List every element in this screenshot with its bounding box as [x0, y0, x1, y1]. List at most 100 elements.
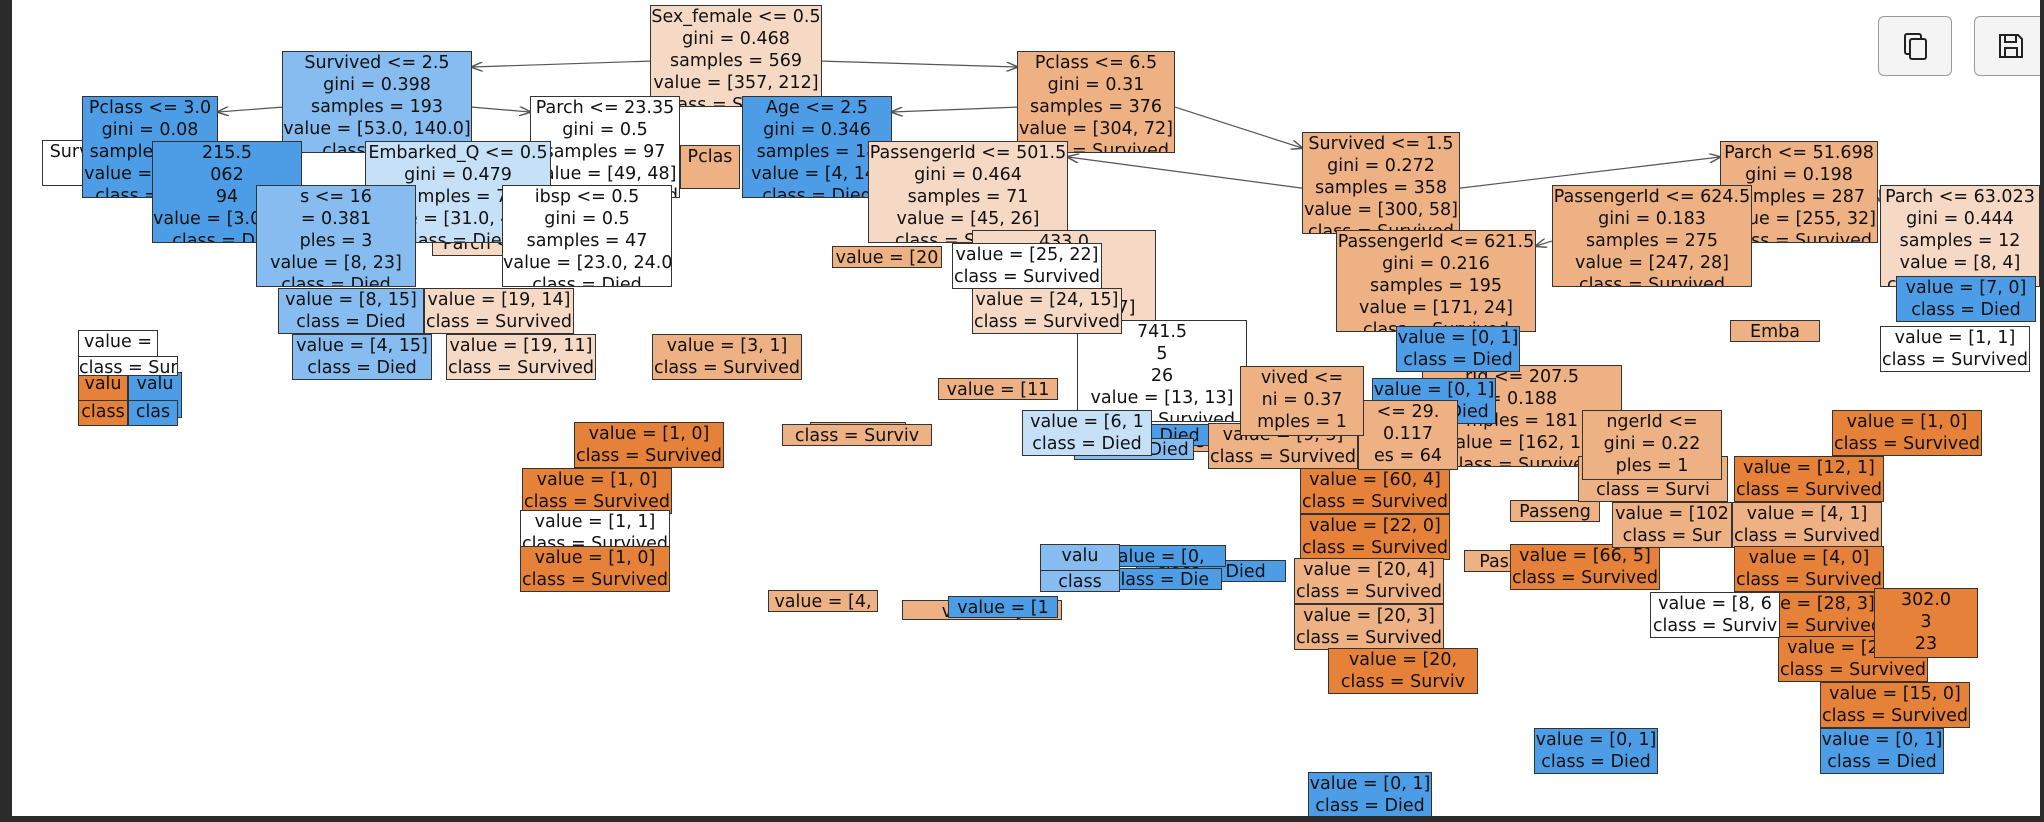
- node-text-line: value = [102: [1615, 504, 1729, 524]
- node-text-line: class = Survived: [1881, 350, 2029, 370]
- node-text-line: gini = 0.464: [914, 165, 1022, 185]
- node-text-line: class = Survived: [1833, 434, 1981, 454]
- tree-node-fragment: Pclas: [680, 145, 740, 189]
- node-text-line: ples = 3: [299, 231, 373, 251]
- node-text-line: PassengerId <= 624.5: [1553, 187, 1751, 207]
- node-text-line: Survived <= 1.5: [1308, 134, 1454, 154]
- tree-node-fragment: Passeng: [1510, 500, 1600, 522]
- tree-node-n-leaf-19-11: value = [19, 11]class = Survived: [446, 334, 596, 380]
- node-text-line: value = [4, 15]: [296, 336, 428, 356]
- node-text-line: class = Survived: [1735, 480, 1883, 500]
- tree-node-n-leaf-0-1a: value = [0, 1]class = Died: [1396, 326, 1520, 372]
- tree-node-fragment: class: [1040, 570, 1120, 592]
- node-text-line: samples = 12: [1899, 231, 2021, 251]
- node-text-line: class = Died: [1032, 434, 1142, 454]
- node-text-line: s <= 16: [300, 187, 372, 207]
- tree-node-fragment: value = [4,: [768, 590, 878, 612]
- node-text-line: class = Died: [1541, 752, 1651, 772]
- node-text-line: es = 64: [1374, 446, 1442, 466]
- node-text-line: value = [1, 0]: [588, 424, 710, 444]
- node-text-line: class = Survived: [523, 492, 671, 512]
- node-text-line: value = [3, 1]: [666, 336, 788, 356]
- tree-node-n-leaf-60-4: value = [60, 4]class = Survived: [1300, 468, 1450, 514]
- node-text-line: class = Survived: [447, 358, 595, 378]
- node-text-line: samples = 193: [311, 97, 443, 117]
- node-text-line: class = Survived: [575, 446, 723, 466]
- node-text-line: value = [20,: [1348, 650, 1458, 670]
- save-button[interactable]: [1974, 16, 2040, 76]
- node-text-line: class = Survived: [1295, 582, 1443, 602]
- node-text-line: Sex_female <= 0.5: [651, 7, 821, 27]
- node-text-line: Parch <= 63.023: [1885, 187, 2035, 207]
- node-text-line: class = Survived: [1307, 222, 1455, 234]
- tree-node-fragment: class = Surviv: [782, 424, 932, 446]
- node-text-line: value = [13, 13]: [1090, 388, 1234, 408]
- node-text-line: value = [1, 1]: [1894, 328, 2016, 348]
- tree-node-fragment: class = Survi: [78, 356, 178, 376]
- node-text-line: class = Survived: [662, 95, 810, 107]
- node-text-line: class = Survived: [1362, 320, 1509, 332]
- tree-node-fragment: value = [1: [948, 596, 1058, 618]
- node-text-line: samples = 287: [1733, 187, 1865, 207]
- tree-edge: [821, 60, 1017, 67]
- tree-node-n-leaf-4-15: value = [4, 15]class = Died: [292, 334, 432, 380]
- node-text-line: class = Survived: [894, 231, 1042, 243]
- node-text-line: class = Survived: [1022, 141, 1170, 153]
- node-text-line: gini = 0.22: [1603, 434, 1701, 454]
- node-text-line: 94: [215, 187, 239, 207]
- node-text-line: value = [60, 4]: [1309, 470, 1441, 490]
- node-text-line: gini = 0.479: [404, 165, 512, 185]
- node-text-line: class = Died: [307, 358, 417, 378]
- node-text-line: value = [66, 5]: [1519, 546, 1651, 566]
- tree-node-n-leaf-1-0b: value = [1, 0]class = Survived: [522, 468, 672, 514]
- node-text-line: class = Died: [403, 231, 513, 243]
- node-text-line: class = Survived: [1088, 410, 1236, 422]
- node-text-line: class = Survived: [1301, 492, 1449, 512]
- node-text-line: samples = 78: [397, 187, 519, 207]
- node-text-line: class = Survived: [1511, 568, 1659, 588]
- node-text-line: class = Survived: [425, 312, 573, 332]
- node-text-line: value = [49, 48]: [533, 164, 677, 184]
- node-text-line: 741.5: [1136, 322, 1188, 342]
- node-text-line: value = [1, 1]: [534, 512, 656, 532]
- tree-edge: [472, 60, 651, 67]
- tree-node-n-leaf-1-1b: value = [1, 1]class = Survived: [1880, 326, 2030, 372]
- node-text-line: Survived <= 2.5: [304, 53, 450, 73]
- node-text-line: samples = 47: [526, 231, 648, 251]
- node-text-line: <= 29.: [1376, 402, 1440, 422]
- node-text-line: 5: [1156, 344, 1168, 364]
- tree-node-n-leaf-19-14: value = [19, 14]class = Survived: [424, 288, 574, 334]
- node-text-line: gini = 0.398: [323, 75, 431, 95]
- node-text-line: value = [0, 1]: [1309, 774, 1431, 794]
- node-text-line: ngerId <=: [1606, 412, 1698, 432]
- node-text-line: value = [8, 4]: [1899, 253, 2021, 273]
- node-text-line: value = [20, 3]: [1303, 606, 1435, 626]
- node-text-line: 062: [210, 165, 244, 185]
- tree-node-fragment: value = [20: [832, 246, 942, 268]
- node-text-line: value = [45, 26]: [896, 209, 1040, 229]
- copy-button[interactable]: [1878, 16, 1952, 76]
- tree-node-n-20-surv: value = [20,class = Surviv: [1328, 648, 1478, 694]
- tree-node-n-leaf-1-0c: value = [1, 0]class = Survived: [520, 546, 670, 592]
- tree-node-n-leaf-24-15: value = [24, 15]class = Survived: [972, 288, 1122, 334]
- node-text-line: value = [0, 1]: [1397, 328, 1519, 348]
- node-text-line: vived <=: [1260, 368, 1344, 388]
- tree-node-n-leaf-4-0: value = [4, 0]class = Survived: [1734, 546, 1884, 592]
- node-text-line: value = [1, 0]: [536, 470, 658, 490]
- node-text-line: samples = 275: [1586, 231, 1718, 251]
- node-text-line: value = [0, 1]: [1373, 380, 1495, 400]
- node-text-line: class = Died: [1827, 752, 1937, 772]
- node-text-line: samples = 569: [670, 51, 802, 71]
- tree-edges: [12, 60, 2040, 816]
- tree-node-fragment: value = [0,: [1086, 545, 1226, 567]
- node-text-line: class = Survived: [953, 267, 1101, 287]
